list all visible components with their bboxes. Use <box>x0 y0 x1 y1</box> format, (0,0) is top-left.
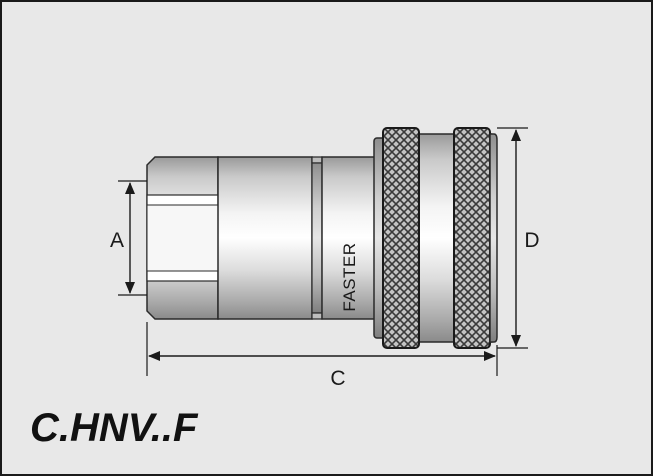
thread-root <box>146 204 219 272</box>
groove-bottom <box>311 312 323 320</box>
knurled-band-left <box>382 127 420 349</box>
main-barrel <box>217 156 313 320</box>
knurled-band-right <box>453 127 491 349</box>
brand-marking: FASTER <box>340 242 359 311</box>
dimension-a: A <box>110 180 147 296</box>
dim-a-label: A <box>110 229 124 252</box>
dim-d-label: D <box>524 229 539 252</box>
coupling-body: FASTER <box>146 127 498 349</box>
dim-c-label: C <box>330 367 345 390</box>
dimension-c: C <box>146 322 498 390</box>
groove <box>311 162 323 314</box>
sleeve-end-cap <box>489 133 498 343</box>
model-code: C.HNV..F <box>30 406 199 450</box>
groove-top <box>311 156 323 164</box>
dimension-d: D <box>497 127 540 349</box>
sleeve-barrel <box>321 156 377 320</box>
